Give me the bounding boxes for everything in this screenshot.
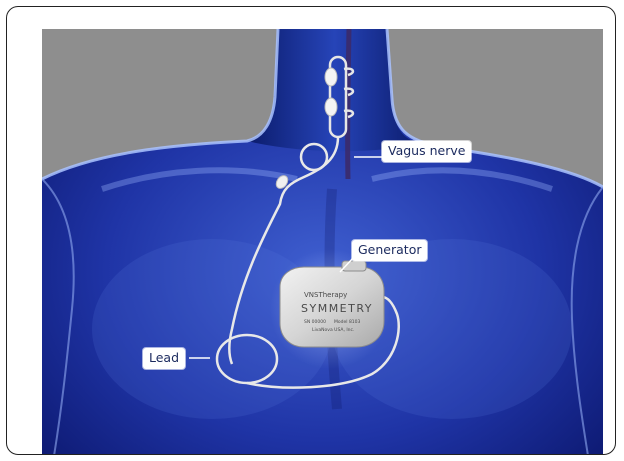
figure-frame: VNSTherapy SYMMETRY SN 00000 Model 8103 … (6, 6, 616, 455)
device-serial: SN 00000 (304, 319, 326, 325)
device-model-number: Model 8103 (334, 319, 361, 325)
vagus-nerve (348, 29, 349, 179)
lead-label: Lead (143, 348, 185, 369)
device-maker: LivaNova USA, Inc. (312, 327, 354, 333)
generator-label: Generator (352, 240, 427, 261)
device-brand-text: VNSTherapy (304, 291, 347, 299)
vagus-nerve-label: Vagus nerve (382, 141, 471, 162)
anatomy-svg: VNSTherapy SYMMETRY SN 00000 Model 8103 … (42, 29, 603, 455)
generator-device: VNSTherapy SYMMETRY SN 00000 Model 8103 … (270, 249, 390, 369)
anatomy-illustration: VNSTherapy SYMMETRY SN 00000 Model 8103 … (42, 29, 603, 455)
device-model-name: SYMMETRY (301, 302, 373, 315)
